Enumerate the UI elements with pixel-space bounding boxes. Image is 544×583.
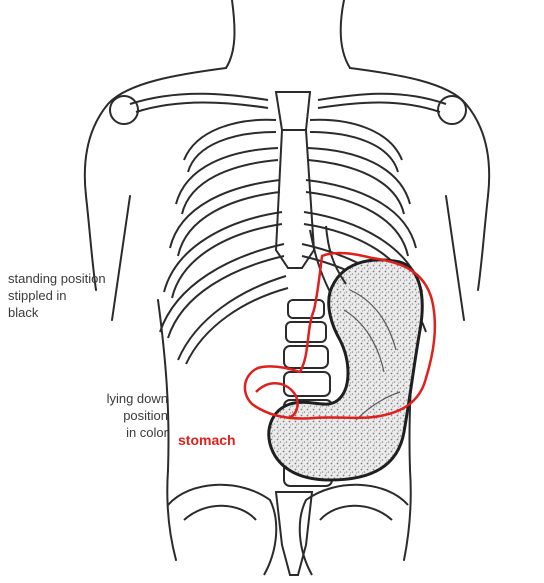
lying-label-line: position <box>40 407 168 424</box>
stomach-label: stomach <box>178 432 236 449</box>
standing-label-line: black <box>8 304 148 321</box>
standing-label-line: stippled in <box>8 287 148 304</box>
ribs-left <box>160 120 288 364</box>
standing-position-label: standing position stippled in black <box>8 270 148 321</box>
clavicles <box>110 94 466 124</box>
lying-label-line: lying down <box>40 390 168 407</box>
pelvis <box>168 485 408 575</box>
standing-label-line: standing position <box>8 270 148 287</box>
lying-label-line: in color <box>40 424 168 441</box>
lying-down-position-label: lying down position in color <box>40 390 168 441</box>
